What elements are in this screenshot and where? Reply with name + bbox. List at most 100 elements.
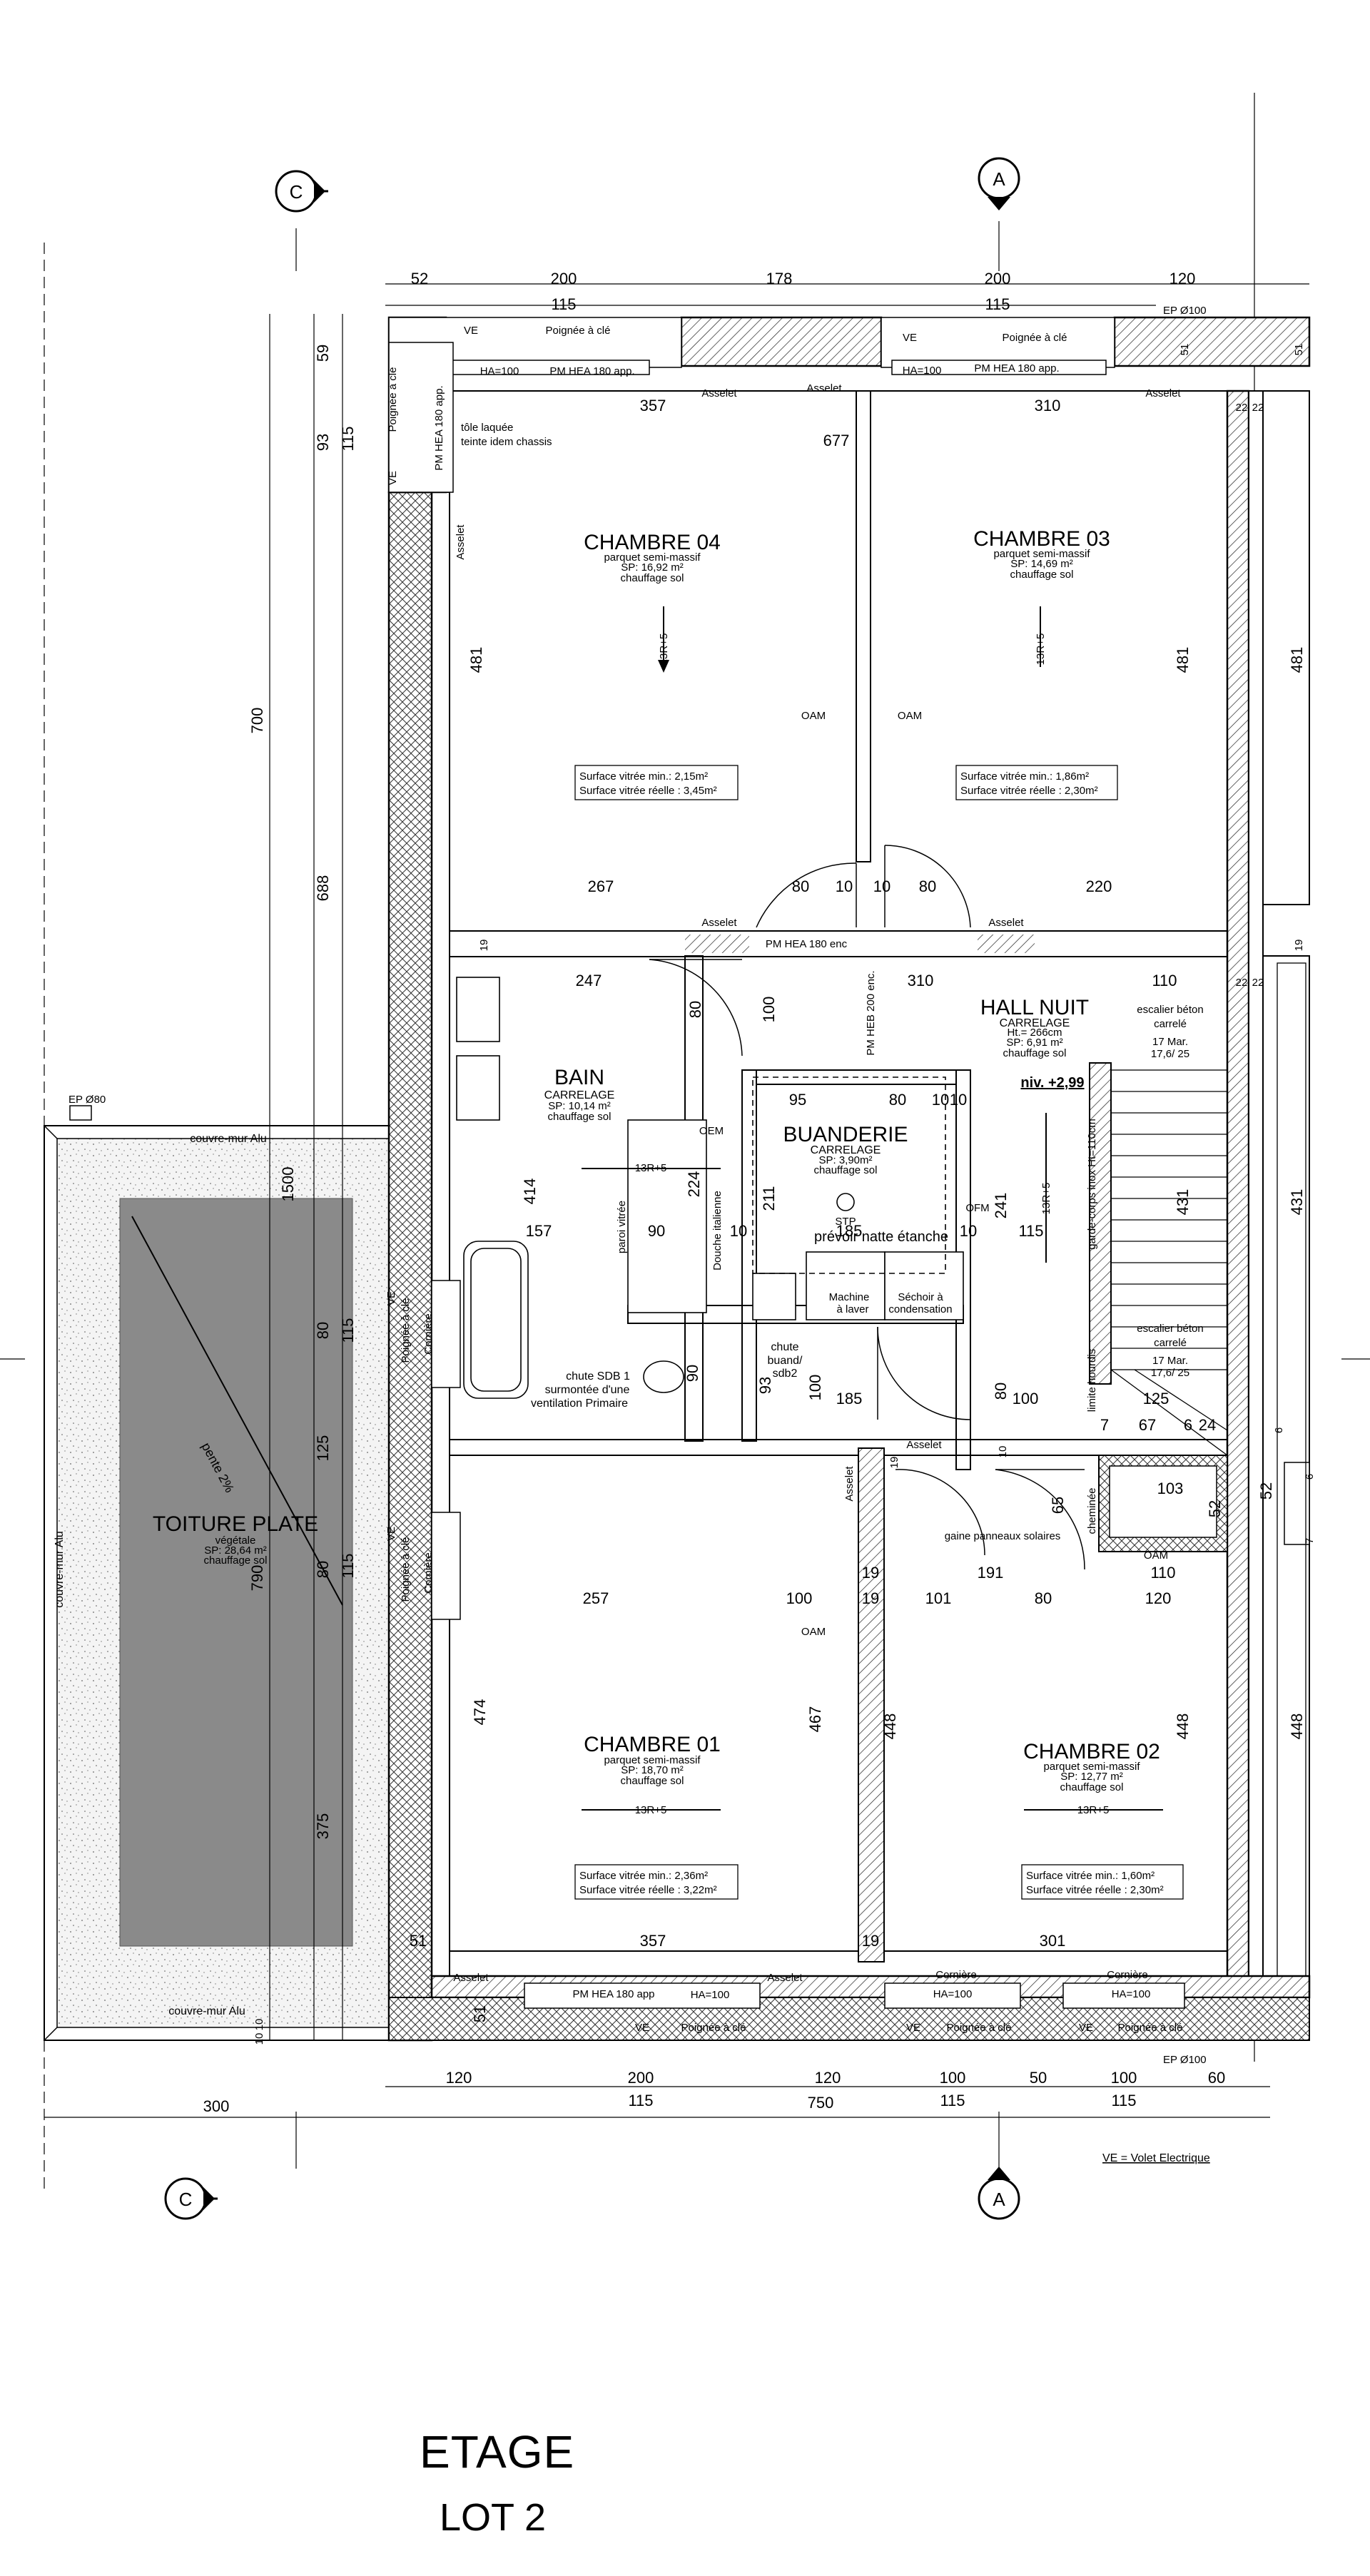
couvre-mur-bottom: couvre-mur Alu <box>168 2005 245 2017</box>
glazing-ch03-2: Surface vitrée réelle : 2,30m² <box>960 785 1098 797</box>
cornier-left-mid: Cornière <box>422 1313 435 1355</box>
dim-7b: 7 <box>1304 1538 1316 1544</box>
dim-100c: 100 <box>1013 1390 1039 1407</box>
room-name-hall: HALL NUIT <box>980 996 1089 1019</box>
couvre-mur-left: couvre-mur Alu <box>54 1531 66 1608</box>
machine-label: Machine <box>829 1291 870 1303</box>
room-line-ch02-2: SP: 12,77 m² <box>1060 1771 1123 1783</box>
dim-top-0: 52 <box>411 270 428 287</box>
dimension-texts: 52 200 178 200 120 115 115 120 200 120 1… <box>203 270 1316 2115</box>
pm-hea-left-top: PM HEA 180 app. <box>433 385 445 470</box>
dim-110a: 110 <box>1152 972 1177 989</box>
title-block <box>0 2404 714 2561</box>
dim-125: 125 <box>1143 1390 1169 1407</box>
poignee-left-top: Poignée à clé <box>387 367 399 432</box>
glazing-ch03-1: Surface vitrée min.: 1,86m² <box>960 770 1089 783</box>
dim-103: 103 <box>1157 1480 1184 1497</box>
room-name-ch03: CHAMBRE 03 <box>973 527 1110 551</box>
dim-bottom2-0: 115 <box>628 2092 653 2109</box>
dim-10g: 10 <box>997 1446 1009 1458</box>
asselet-left: Asselet <box>455 524 467 560</box>
room-line-ch01-2: SP: 18,70 m² <box>621 1764 684 1776</box>
asselet-4: Asselet <box>701 917 737 929</box>
dim-bottom-1: 200 <box>628 2069 654 2087</box>
section-label-c: C <box>290 181 303 203</box>
gaine-solaire: gaine panneaux solaires <box>945 1530 1061 1542</box>
chute-buand-3: sdb2 <box>773 1368 798 1380</box>
stair-label-ch03: 13R+5 <box>1035 633 1047 666</box>
dim-241: 241 <box>992 1193 1010 1219</box>
flat-roof: pente 2% TOITURE PLATE végétale SP: 28,6… <box>44 1094 390 2041</box>
escalier-1-a: escalier béton <box>1137 1004 1203 1016</box>
section-label-c-bottom: C <box>179 2189 193 2210</box>
dim-left-11: 790 <box>248 1565 266 1592</box>
buanderie-note: prévoir natte étanche <box>814 1229 948 1245</box>
room-line-ch02-1: parquet semi-massif <box>1043 1761 1140 1773</box>
window-labels: VE Poignée à clé HA=100 PM HEA 180 app. … <box>385 305 1207 2066</box>
stair-label-ch04: 13R+5 <box>658 633 670 666</box>
dim-top2-0: 115 <box>551 295 576 313</box>
dim-110b: 110 <box>1150 1564 1175 1582</box>
dim-top-2: 178 <box>766 270 793 287</box>
dim-10c: 10 <box>932 1091 949 1109</box>
poignee-bottom-2: Poignée à clé <box>947 2022 1012 2034</box>
dim-left-14: 10 <box>253 2019 265 2031</box>
dim-22c: 22 <box>1236 977 1248 989</box>
chute-sdb-2: surmontée d'une <box>545 1384 630 1396</box>
dim-95: 95 <box>789 1091 806 1109</box>
dim-414: 414 <box>521 1178 539 1205</box>
staircase <box>1110 962 1306 1977</box>
asselet-3: Asselet <box>1145 387 1181 399</box>
glazing-ch04-2: Surface vitrée réelle : 3,45m² <box>579 785 717 797</box>
paroi-vitree: paroi vitrée <box>616 1201 628 1253</box>
dim-90a: 90 <box>648 1222 665 1240</box>
dim-10a: 10 <box>836 877 853 895</box>
ep100-top: EP Ø100 <box>1163 305 1207 317</box>
room-line-bain-3: chauffage sol <box>548 1111 612 1123</box>
room-name-buanderie: BUANDERIE <box>783 1123 908 1146</box>
poignee-left-mid: Poignée à clé <box>400 1298 412 1363</box>
stair-labels: 13R+5 13R+5 13R+5 13R+5 13R+5 13R+5 <box>635 633 1110 1816</box>
dim-top2-1: 115 <box>985 295 1010 313</box>
section-marker-a-bottom: A <box>978 2167 1020 2220</box>
dim-51a: 51 <box>410 1932 427 1950</box>
room-hall-nuit: HALL NUIT CARRELAGE Ht.= 266cm SP: 6,91 … <box>980 996 1089 1091</box>
ha-bottom-2: HA=100 <box>933 1988 973 2000</box>
roof-line-2: SP: 28,64 m² <box>204 1544 267 1557</box>
dim-677: 677 <box>823 432 850 449</box>
room-line-ch01-1: parquet semi-massif <box>604 1754 701 1766</box>
room-line-ch04-3: chauffage sol <box>621 572 684 584</box>
couvre-mur-top: couvre-mur Alu <box>190 1133 267 1145</box>
glazing-ch01-2: Surface vitrée réelle : 3,22m² <box>579 1884 717 1896</box>
dim-120: 120 <box>1145 1589 1172 1607</box>
room-line-ch04-1: parquet semi-massif <box>604 551 701 564</box>
bathroom-fixtures <box>456 977 964 1399</box>
poignee-top-right: Poignée à clé <box>1003 332 1067 344</box>
dim-80c: 80 <box>686 1001 704 1018</box>
dim-357b: 357 <box>640 1932 666 1950</box>
dim-top-4: 120 <box>1169 270 1196 287</box>
dim-80e: 80 <box>992 1383 1010 1400</box>
room-name-bain: BAIN <box>554 1066 604 1089</box>
dim-310a: 310 <box>1035 397 1061 414</box>
pm-hea-enc: PM HEA 180 enc <box>766 938 848 950</box>
room-line-ch01-3: chauffage sol <box>621 1775 684 1787</box>
oam-4: OAM <box>1144 1549 1168 1562</box>
dim-bottom-0: 120 <box>446 2069 472 2087</box>
room-chambre-04: CHAMBRE 04 parquet semi-massif SP: 16,92… <box>574 531 739 800</box>
asselet-9: Asselet <box>767 1972 803 1984</box>
dim-448b: 448 <box>1174 1714 1192 1740</box>
room-line-ch04-2: SP: 16,92 m² <box>621 561 684 574</box>
room-name-ch01: CHAMBRE 01 <box>584 1733 721 1756</box>
dim-100d: 100 <box>786 1589 813 1607</box>
dim-top-3: 200 <box>985 270 1011 287</box>
roof-name: TOITURE PLATE <box>153 1512 318 1536</box>
ve-left-low: VE <box>385 1527 397 1541</box>
chute-buand-2: buand/ <box>768 1355 803 1367</box>
dim-220: 220 <box>1086 877 1112 895</box>
dim-19f: 19 <box>888 1457 900 1469</box>
escalier-1-d: 17,6/ 25 <box>1151 1048 1189 1060</box>
escalier-2-b: carrelé <box>1154 1337 1187 1349</box>
dim-80f: 80 <box>1035 1589 1052 1607</box>
room-line-ch03-1: parquet semi-massif <box>993 548 1090 560</box>
